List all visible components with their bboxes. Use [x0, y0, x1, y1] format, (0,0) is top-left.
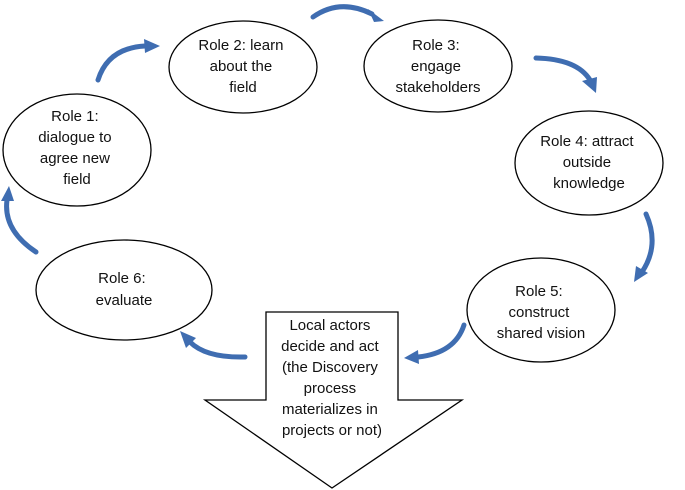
arrow-role4-to-role5-shaft — [639, 211, 655, 275]
role-1-label: Role 1: dialogue to agree new field — [38, 108, 116, 188]
arrow-role3-to-role4-shaft — [533, 55, 593, 83]
role-5-ellipse — [466, 257, 616, 363]
role-1-line: dialogue to — [38, 129, 111, 146]
role-6-line: Role 6: — [98, 270, 146, 287]
arrow-role3-to-role4-head — [582, 77, 597, 93]
role-3-label: Role 3: engage stakeholders — [395, 37, 480, 96]
arrow-role4-to-role5 — [634, 211, 655, 282]
outcome-line: decide and act — [281, 338, 379, 355]
role-1-line: Role 1: — [51, 108, 99, 125]
role-4-line: knowledge — [553, 175, 625, 192]
role-2-line: about the — [210, 58, 273, 75]
role-2-line: Role 2: learn — [198, 37, 283, 54]
arrow-role6-to-role1 — [1, 186, 39, 255]
role-6-ellipse — [35, 239, 213, 341]
arrow-role5-to-outcome — [404, 322, 467, 364]
role-4-line: outside — [563, 154, 611, 171]
arrow-role1-to-role2 — [95, 39, 160, 83]
arrow-role6-to-role1-head — [1, 186, 14, 201]
role-6-line: evaluate — [96, 292, 153, 309]
role-1-line: field — [63, 171, 91, 188]
arrow-role2-to-role3-head — [368, 9, 384, 22]
role-6-label: Role 6: evaluate — [96, 270, 153, 309]
outcome-text: Local actors decide and act (the Discove… — [281, 317, 383, 439]
arrow-role1-to-role2-shaft — [95, 43, 148, 83]
role-2-line: field — [229, 79, 257, 96]
outcome-line: (the Discovery — [282, 359, 378, 376]
arrow-role4-to-role5-head — [634, 266, 648, 282]
arrow-outcome-to-role6 — [180, 331, 248, 360]
arrow-role2-to-role3 — [310, 4, 384, 22]
outcome-arrow: Local actors decide and act (the Discove… — [202, 311, 465, 489]
arrow-role2-to-role3-shaft — [310, 4, 375, 20]
arrow-outcome-to-role6-shaft — [187, 339, 248, 360]
role-1-line: agree new — [40, 150, 110, 167]
outcome-line: process — [304, 380, 357, 397]
role-5-node: Role 5: construct shared vision — [466, 257, 616, 363]
role-2-label: Role 2: learn about the field — [198, 37, 287, 96]
arrow-role5-to-outcome-head — [404, 350, 419, 364]
role-5-line: construct — [508, 304, 570, 321]
outcome-arrow-shape — [202, 311, 465, 489]
role-4-ellipse — [514, 110, 664, 216]
outcome-line: Local actors — [289, 317, 370, 334]
role-5-label: Role 5: construct shared vision — [497, 283, 585, 342]
role-4-label: Role 4: attract outside knowledge — [540, 133, 638, 192]
role-3-line: Role 3: — [412, 37, 460, 54]
role-3-node: Role 3: engage stakeholders — [363, 19, 513, 113]
role-2-node: Role 2: learn about the field — [168, 20, 318, 114]
arrow-outcome-to-role6-head — [180, 331, 196, 348]
role-1-ellipse — [2, 93, 152, 207]
role-5-line: Role 5: — [515, 283, 563, 300]
role-2-ellipse — [168, 20, 318, 114]
role-1-node: Role 1: dialogue to agree new field — [2, 93, 152, 207]
role-3-line: stakeholders — [395, 79, 480, 96]
role-5-line: shared vision — [497, 325, 585, 342]
connector-arrows — [1, 4, 655, 364]
role-6-node: Role 6: evaluate — [35, 239, 213, 341]
role-4-node: Role 4: attract outside knowledge — [514, 110, 664, 216]
role-4-line: Role 4: attract — [540, 133, 634, 150]
outcome-line: materializes in — [282, 401, 378, 418]
arrow-role5-to-outcome-shaft — [415, 322, 467, 360]
role-3-line: engage — [411, 58, 461, 75]
outcome-line: projects or not) — [282, 422, 382, 439]
role-3-ellipse — [363, 19, 513, 113]
arrow-role3-to-role4 — [533, 55, 597, 93]
arrow-role6-to-role1-shaft — [4, 197, 39, 255]
arrow-role1-to-role2-head — [144, 39, 160, 53]
